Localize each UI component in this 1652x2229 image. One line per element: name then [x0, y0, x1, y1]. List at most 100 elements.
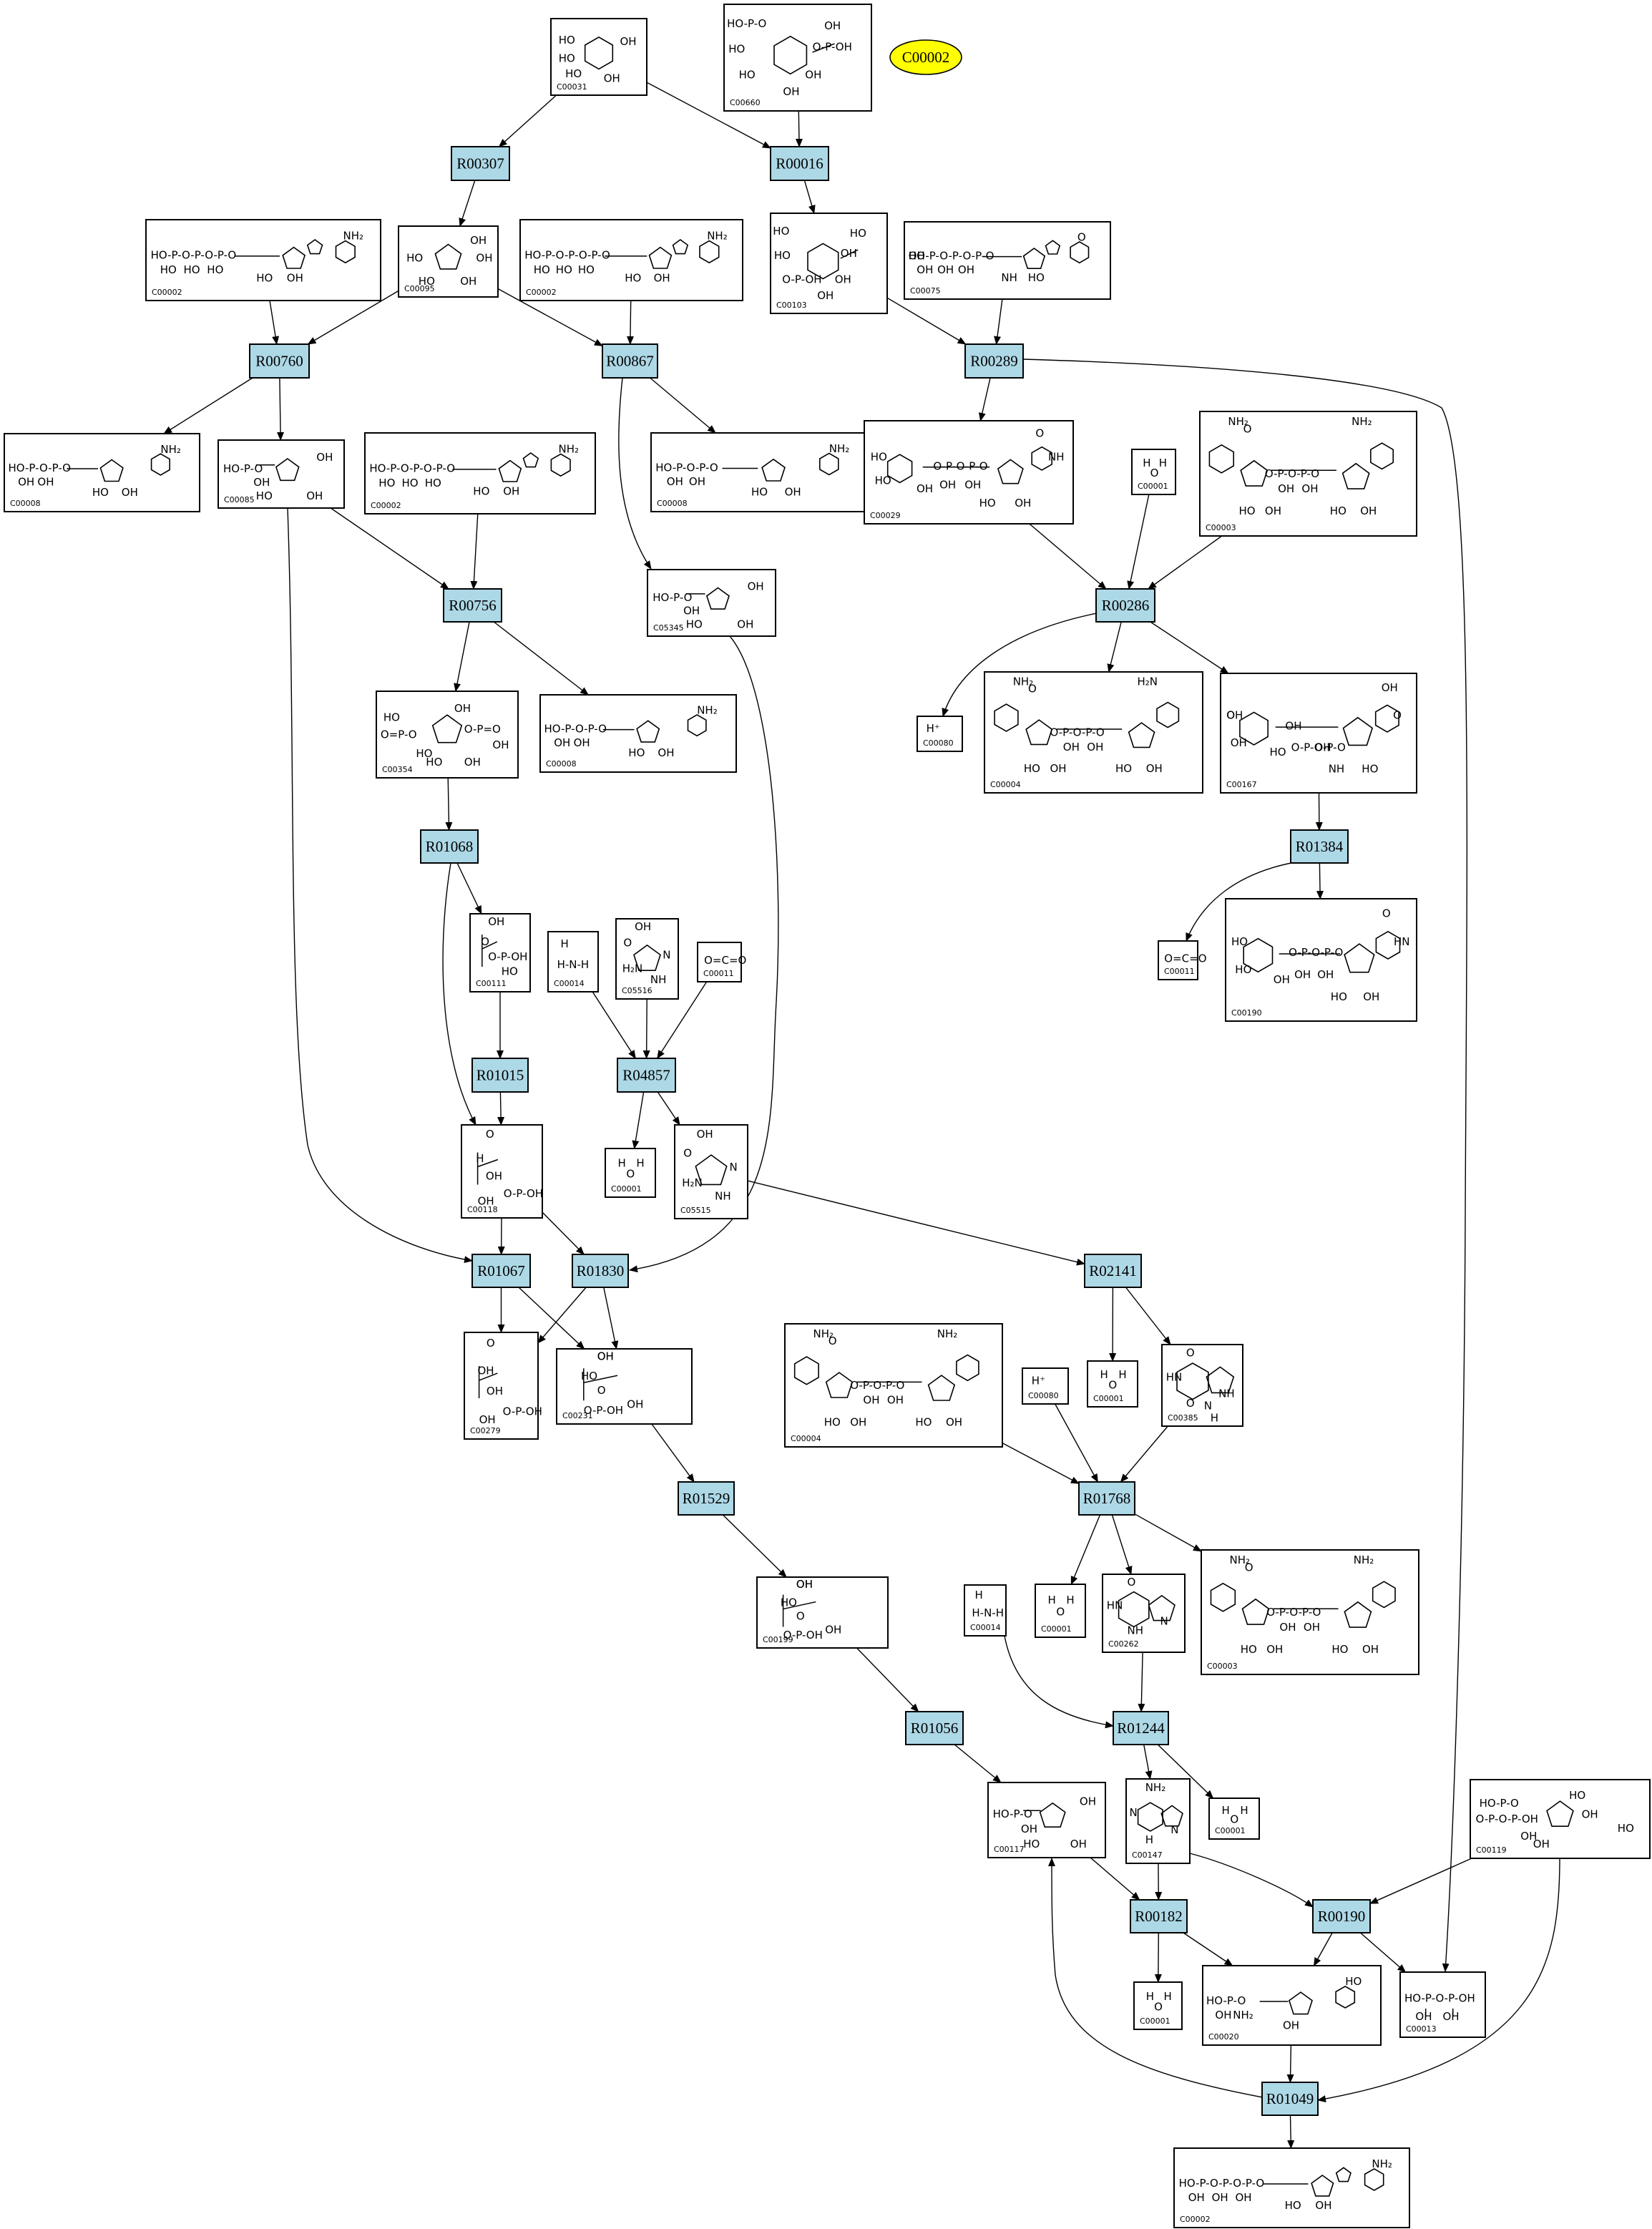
reaction-node-R00760[interactable]: R00760 — [249, 343, 310, 379]
reaction-node-R00289[interactable]: R00289 — [964, 343, 1024, 379]
reaction-label: R01015 — [476, 1067, 524, 1084]
structure-fragment: H⁺ — [1032, 1375, 1045, 1387]
reaction-node-R01056[interactable]: R01056 — [905, 1711, 964, 1745]
structure-fragment: HO — [1239, 504, 1256, 517]
ring-shape — [1239, 711, 1269, 746]
structure-fragment: OH — [478, 1365, 494, 1377]
structure-sketch — [982, 240, 1090, 270]
structure-sketch — [584, 36, 614, 70]
structure-fragment: NH₂ — [813, 1327, 834, 1340]
reaction-node-R01384[interactable]: R01384 — [1290, 829, 1349, 864]
reaction-node-R00307[interactable]: R00307 — [451, 146, 510, 181]
reaction-node-R01830[interactable]: R01830 — [572, 1254, 629, 1288]
reaction-node-R00016[interactable]: R00016 — [770, 146, 829, 181]
reaction-node-R00286[interactable]: R00286 — [1095, 588, 1155, 623]
edge-R01244-to-c00147_a — [1143, 1744, 1153, 1780]
reaction-node-R01244[interactable]: R01244 — [1113, 1711, 1169, 1745]
structure-fragment: HO-P-O — [993, 1808, 1032, 1820]
edge-c00003_a-to-R00286 — [1148, 535, 1223, 590]
compound-badge[interactable]: C00002 — [889, 39, 962, 75]
reaction-node-R01015[interactable]: R01015 — [471, 1058, 529, 1093]
structure-fragment: OH — [824, 19, 841, 32]
reaction-node-R00190[interactable]: R00190 — [1312, 1899, 1371, 1933]
structure-fragment: OH — [909, 250, 925, 263]
structure-fragment: H-N-H — [557, 958, 590, 971]
ring-shape — [1341, 462, 1370, 489]
structure-fragment: OH — [122, 486, 138, 499]
reaction-node-R01068[interactable]: R01068 — [420, 829, 479, 864]
edge-R00286-to-c00004_a — [1107, 621, 1122, 673]
structure-fragment: O — [623, 937, 632, 950]
ring-shape — [1344, 943, 1375, 973]
structure-fragment: HO — [160, 263, 177, 276]
reaction-box — [905, 1711, 964, 1745]
reaction-node-R01049[interactable]: R01049 — [1261, 2082, 1319, 2116]
reaction-node-R02141[interactable]: R02141 — [1084, 1254, 1142, 1288]
structure-fragment: HO-P-O-P-O-P-O — [151, 249, 237, 262]
structure-sketch — [773, 35, 835, 75]
reaction-node-R04857[interactable]: R04857 — [617, 1058, 676, 1093]
structure-fragment: OH — [946, 1416, 962, 1429]
edge-R01768-to-c00262_a — [1111, 1514, 1133, 1575]
reaction-node-R00182[interactable]: R00182 — [1130, 1899, 1188, 1933]
reaction-node-R00867[interactable]: R00867 — [602, 343, 658, 379]
compound-id: C00008 — [546, 759, 577, 769]
reaction-node-R01529[interactable]: R01529 — [678, 1481, 735, 1516]
reaction-node-R00756[interactable]: R00756 — [443, 588, 502, 623]
structure-fragment: H — [476, 1152, 484, 1165]
reaction-node-R01768[interactable]: R01768 — [1078, 1481, 1135, 1516]
bond-line — [479, 1372, 498, 1381]
compound-node-c00080_a[interactable]: H⁺C00080 — [917, 716, 963, 752]
compound-node-c00080_b[interactable]: H⁺C00080 — [1022, 1367, 1069, 1405]
structure-fragment: O — [1230, 1813, 1238, 1826]
reaction-node-R01067[interactable]: R01067 — [471, 1254, 531, 1288]
structure-fragment: OH — [1215, 2009, 1231, 2021]
